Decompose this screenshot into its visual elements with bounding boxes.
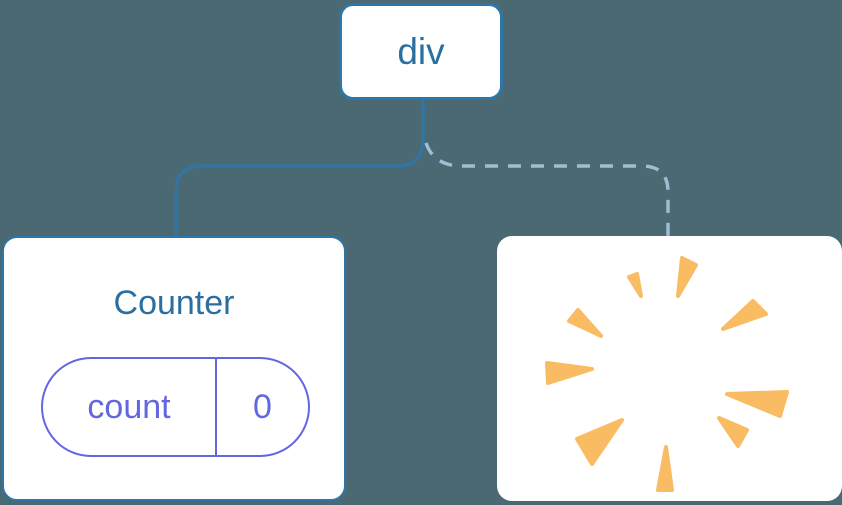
- dashed-link-line: [424, 142, 670, 238]
- root-node-label: div: [397, 30, 445, 72]
- counter-title: Counter: [113, 284, 235, 322]
- removed-component-card: [497, 236, 842, 501]
- state-pill: count 0: [41, 357, 310, 457]
- state-key-label: count: [87, 387, 171, 426]
- counter-card: Counter count 0: [2, 236, 346, 501]
- pill-divider: [215, 359, 217, 455]
- state-value-label: 0: [253, 387, 272, 426]
- poof-icon: [545, 256, 789, 492]
- root-node: div: [339, 3, 503, 100]
- solid-link-line: [174, 100, 425, 238]
